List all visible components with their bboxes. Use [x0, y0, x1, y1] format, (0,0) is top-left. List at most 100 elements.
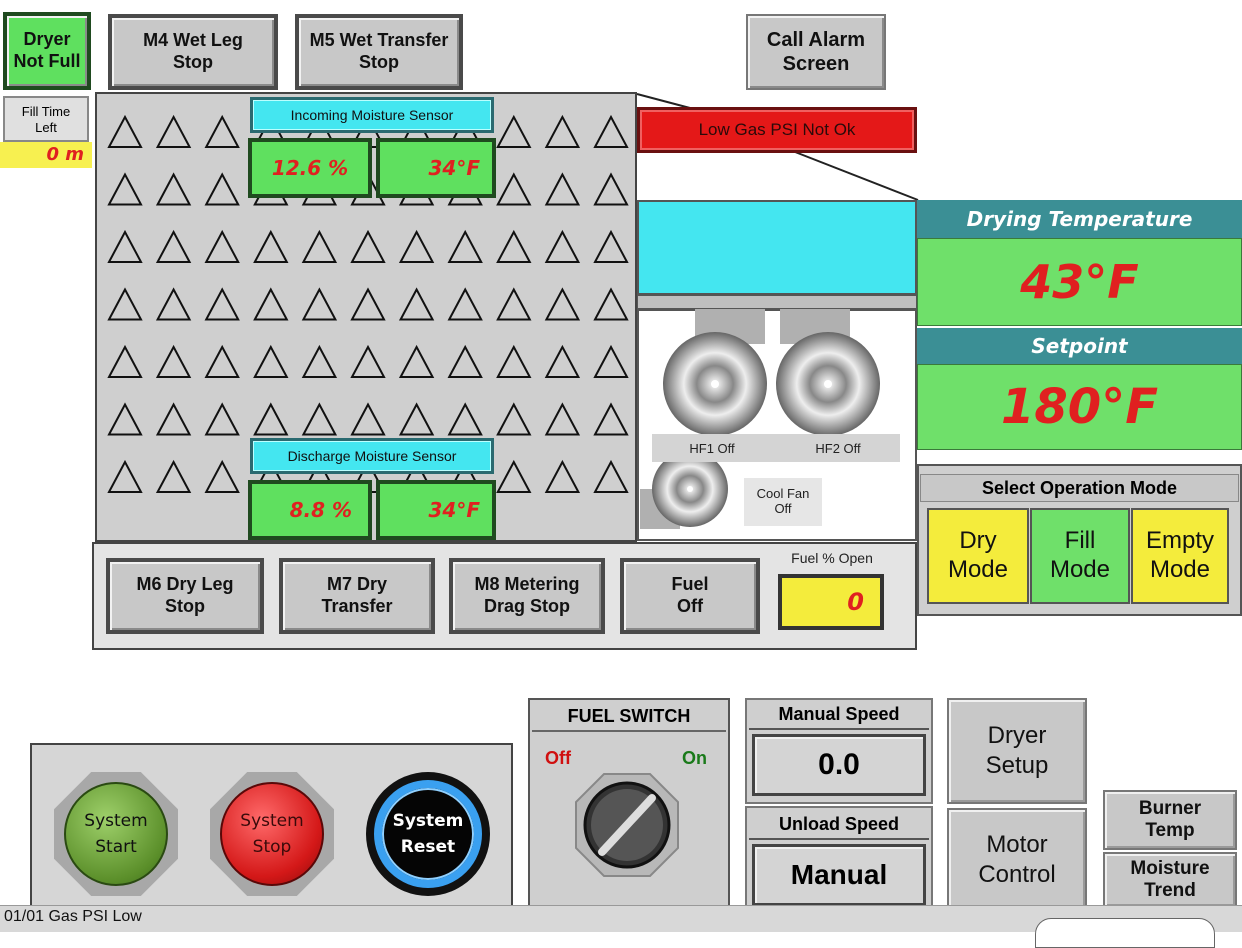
grain-triangle: [593, 344, 629, 378]
incoming-moisture-sensor-label: Incoming Moisture Sensor: [250, 97, 494, 133]
drying-temperature-value: 43°F: [917, 238, 1242, 326]
grain-triangle: [350, 402, 386, 436]
grain-triangle: [204, 459, 240, 493]
grain-triangle: [301, 287, 338, 321]
grain-triangle: [496, 287, 532, 321]
grain-triangle: [544, 287, 581, 321]
system-start-button[interactable]: System Start: [64, 782, 168, 886]
grain-triangle: [447, 344, 483, 378]
grain-triangle: [204, 229, 240, 263]
grain-triangle: [350, 229, 386, 263]
grain-triangle: [155, 344, 192, 378]
m8-metering-drag-stop-button[interactable]: M8 Metering Drag Stop: [449, 558, 605, 634]
plenum-chamber: [637, 200, 917, 295]
grain-triangle: [155, 287, 192, 321]
grain-triangle: [544, 402, 581, 436]
setpoint-title: Setpoint: [917, 328, 1242, 364]
fuel-switch-off-label: Off: [545, 748, 571, 768]
grain-triangle: [107, 287, 143, 321]
grain-triangle: [496, 402, 532, 436]
fuel-switch-selector[interactable]: [572, 770, 682, 880]
grain-triangle: [544, 172, 581, 206]
grain-triangle: [107, 172, 143, 206]
fill-time-left-label: Fill Time Left: [3, 96, 89, 142]
fuel-open-value: 0: [778, 574, 884, 630]
grain-triangle: [204, 114, 240, 148]
grain-triangle: [301, 344, 338, 378]
grain-triangle: [398, 229, 435, 263]
grain-triangle: [593, 402, 629, 436]
grain-triangle: [544, 114, 581, 148]
grain-triangle: [204, 287, 240, 321]
status-bar-tab[interactable]: [1035, 918, 1215, 948]
grain-triangle: [155, 114, 192, 148]
grain-triangle: [496, 344, 532, 378]
discharge-moisture-sensor-label: Discharge Moisture Sensor: [250, 438, 494, 474]
grain-triangle: [107, 229, 143, 263]
unload-speed-label: Unload Speed: [749, 814, 929, 840]
cool-fan-status: Cool Fan Off: [744, 478, 822, 526]
m5-wet-transfer-stop-button[interactable]: M5 Wet Transfer Stop: [295, 14, 463, 90]
grain-triangle: [496, 114, 532, 148]
grain-triangle: [593, 459, 629, 493]
low-gas-psi-alarm: Low Gas PSI Not Ok: [637, 107, 917, 153]
grain-triangle: [593, 172, 629, 206]
grain-triangle: [301, 229, 338, 263]
system-stop-button[interactable]: System Stop: [220, 782, 324, 886]
unload-speed-value[interactable]: Manual: [752, 844, 926, 906]
grain-triangle: [155, 229, 192, 263]
motor-control-button[interactable]: Motor Control: [947, 808, 1087, 912]
fill-mode-button[interactable]: Fill Mode: [1030, 508, 1130, 604]
empty-mode-button[interactable]: Empty Mode: [1131, 508, 1229, 604]
duct-outline: [636, 93, 919, 201]
fuel-open-label: Fuel % Open: [791, 550, 873, 566]
grain-triangle: [544, 344, 581, 378]
fans-graphic: [640, 309, 880, 529]
m4-wet-leg-stop-button[interactable]: M4 Wet Leg Stop: [108, 14, 278, 90]
discharge-moisture-value: 8.8 %: [248, 480, 372, 540]
grain-triangle: [398, 402, 435, 436]
grain-triangle: [107, 459, 143, 493]
grain-triangle: [496, 172, 532, 206]
dryer-not-full-indicator[interactable]: Dryer Not Full: [3, 12, 91, 90]
grain-triangle: [155, 172, 192, 206]
m6-dry-leg-stop-button[interactable]: M6 Dry Leg Stop: [106, 558, 264, 634]
grain-triangle: [204, 344, 240, 378]
grain-triangle: [155, 402, 192, 436]
grain-triangle: [253, 287, 289, 321]
grain-triangle: [253, 229, 289, 263]
grain-triangle: [593, 229, 629, 263]
grain-triangle: [544, 459, 581, 493]
dry-mode-button[interactable]: Dry Mode: [927, 508, 1029, 604]
fill-time-left-value: 0 m: [0, 142, 92, 168]
incoming-moisture-value: 12.6 %: [248, 138, 372, 198]
setpoint-value[interactable]: 180°F: [917, 364, 1242, 450]
manual-speed-value[interactable]: 0.0: [752, 734, 926, 796]
grain-triangle: [544, 229, 581, 263]
grain-triangle: [350, 344, 386, 378]
grain-triangle: [398, 287, 435, 321]
status-bar-message: 01/01 Gas PSI Low: [4, 908, 142, 925]
grain-triangle: [593, 287, 629, 321]
fuel-switch-title: FUEL SWITCH: [532, 702, 726, 732]
fuel-off-button[interactable]: Fuel Off: [620, 558, 760, 634]
grain-triangle: [204, 172, 240, 206]
moisture-trend-button[interactable]: Moisture Trend: [1103, 852, 1237, 908]
system-reset-button[interactable]: System Reset: [374, 780, 482, 888]
grain-triangle: [253, 402, 289, 436]
burner-temp-button[interactable]: Burner Temp: [1103, 790, 1237, 850]
plenum-divider: [637, 295, 917, 309]
incoming-temperature-value: 34°F: [376, 138, 496, 198]
hf1-status: HF1 Off: [689, 441, 735, 456]
dryer-setup-button[interactable]: Dryer Setup: [947, 698, 1087, 804]
grain-triangle: [447, 402, 483, 436]
grain-triangle: [301, 402, 338, 436]
grain-triangle: [593, 114, 629, 148]
fuel-switch-on-label: On: [682, 748, 707, 768]
hf2-status: HF2 Off: [815, 441, 861, 456]
grain-triangle: [350, 287, 386, 321]
grain-triangle: [398, 344, 435, 378]
operation-mode-title: Select Operation Mode: [920, 474, 1239, 502]
call-alarm-screen-button[interactable]: Call Alarm Screen: [746, 14, 886, 90]
m7-dry-transfer-button[interactable]: M7 Dry Transfer: [279, 558, 435, 634]
